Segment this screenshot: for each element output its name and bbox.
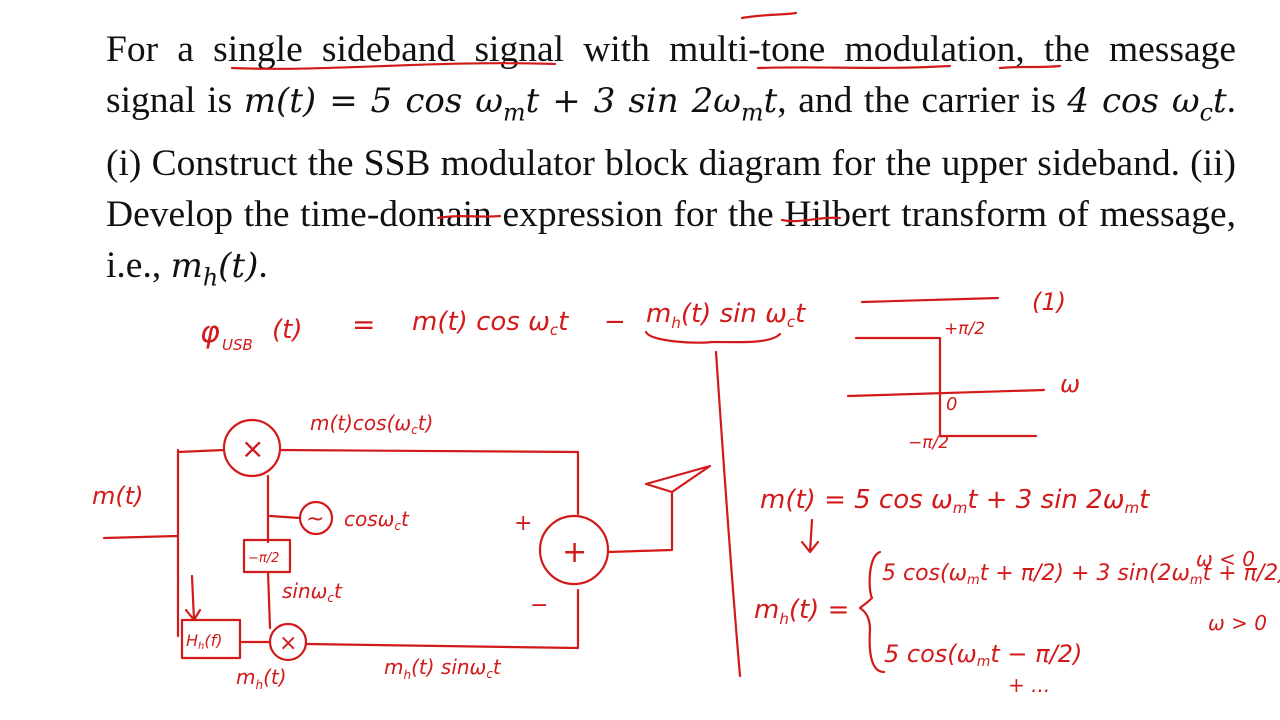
problem-text-4: . [258,245,268,287]
phase-zero-label: 0 [946,394,957,415]
rhs-down-arrow [800,518,820,554]
diag-upper-out-line [278,448,580,516]
rhs-case-2-cond: ω > 0 [1208,611,1267,635]
eq1-equals: = [352,308,375,341]
problem-statement: For a single sideband signal with multi-… [106,24,1236,304]
rhs-hilbert-label: mh(t) = [754,595,849,628]
diag-input-label: m(t) [92,482,144,510]
carrier-equation: 4 cos ωct [1067,81,1227,127]
underline-upper [436,214,502,220]
diag-hilbert-label: Hh(f) [186,631,223,652]
diag-summer-symbol: + [562,535,587,570]
eq1-term1: m(t) cos ωct [412,307,569,339]
underline-develop [780,216,842,223]
eq1-usb: USB [222,336,253,354]
phase-plot-plus-level [854,336,1038,438]
diag-summer [538,514,610,586]
diag-shift-out-line [266,570,272,630]
phase-plus-label: +π/2 [944,319,985,339]
diag-lower-mult-symbol: × [279,631,297,656]
diag-upper-feed [176,448,226,454]
problem-text-3: . (i) Construct the SSB modulator block … [106,80,1237,287]
phase-omega-label: ω [1060,370,1080,398]
divider-line [714,350,742,678]
problem-text-1: For a single sideband signal with multi-… [106,29,1236,121]
underline-single-sideband [230,62,557,70]
diag-input-line [102,534,180,540]
eq1-term2: mh(t) sin ωct [646,299,806,332]
diag-upper-multiplier [222,418,282,478]
mark-above-multi [740,11,798,20]
message-equation: m(t) = 5 cos ωmt + 3 sin 2ωmt [243,81,778,127]
rhs-brace [858,550,886,674]
diag-hilbert-arrow [184,574,202,622]
diag-summer-plus: + [514,511,532,536]
eq1-line [860,296,1000,304]
underline-modulation [998,64,1062,70]
diag-summer-minus: − [530,593,548,618]
diag-osc-label: cosωct [344,507,410,533]
rhs-case-1-cond: ω < 0 [1196,547,1255,571]
diag-mh-label: mh(t) [236,665,287,692]
diag-lower-out-label: mh(t) sinωct [384,655,502,682]
rhs-case-2: 5 cos(ωmt − π/2) [884,640,1082,670]
underline-multi-tone [756,64,952,70]
phase-minus-label: −π/2 [908,433,949,453]
hilbert-symbol: mh(t) [170,246,259,292]
eq1-phi: φ [200,315,220,350]
diag-upper-mult-symbol: × [241,432,264,465]
eq1-t: (t) [272,315,302,345]
rhs-message-eq: m(t) = 5 cos ωmt + 3 sin 2ωmt [760,485,1150,517]
eq1-minus: − [604,307,626,337]
diag-hilbert-block [180,618,242,660]
diag-osc-symbol: ~ [306,507,324,532]
diag-sin-label: sinωct [282,579,343,605]
eq1-tag: (1) [1032,288,1066,316]
diag-antenna [606,464,712,554]
phase-plot-axis [846,388,1046,398]
rhs-case-1: 5 cos(ωmt + π/2) + 3 sin(2ωmt + π/2) [882,561,1280,588]
rhs-case-2-more: + ... [1008,673,1050,697]
problem-text-2: , and the carrier is [777,80,1056,121]
eq1-brace [644,330,782,344]
diag-phase-shifter-label: −π/2 [248,551,279,566]
diag-osc-link [268,514,302,520]
diag-lower-out-line [304,588,580,650]
diag-lower-multiplier [268,622,308,662]
diag-upper-out-label: m(t)cos(ωct) [310,411,433,437]
